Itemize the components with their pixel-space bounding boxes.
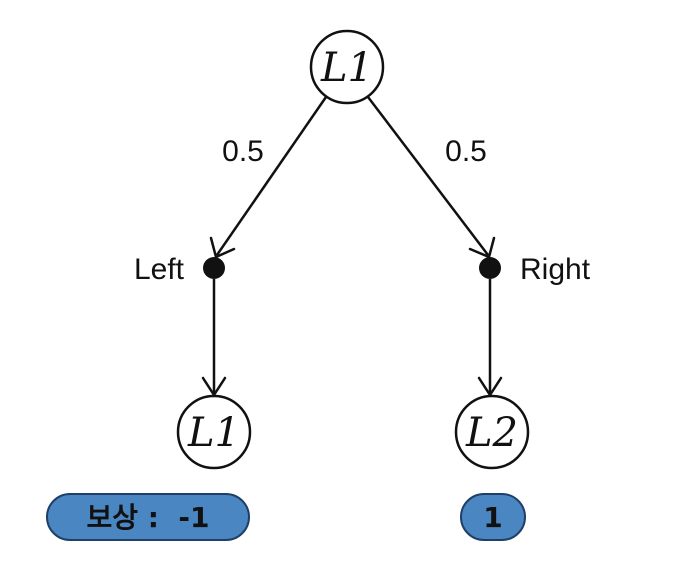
- reward-left-badge: 보상 : -1: [46, 493, 250, 541]
- edge-root-right-arrowhead: [468, 236, 496, 259]
- edge-right-next: [477, 279, 503, 397]
- next-state-right-node: L2: [454, 394, 530, 470]
- action-right-dot: [479, 257, 501, 279]
- edge-root-left: [209, 96, 328, 259]
- probability-right-label: 0.5: [445, 135, 487, 168]
- root-node-circle: [309, 29, 385, 105]
- reward-right-text: 1: [483, 501, 502, 534]
- reward-left-text: 보상 : -1: [86, 501, 209, 534]
- edge-root-left-arrowhead: [209, 236, 236, 259]
- action-left-dot: [203, 257, 225, 279]
- next-state-right-label: L2: [465, 410, 518, 456]
- edge-root-left-line: [215, 96, 328, 256]
- next-state-left-node: L1: [176, 394, 252, 470]
- next-state-left-circle: [176, 394, 252, 470]
- reward-left-pill: [46, 493, 250, 541]
- next-state-right-circle: [454, 394, 530, 470]
- root-node-label: L1: [320, 45, 373, 91]
- next-state-left-label: L1: [187, 410, 240, 456]
- edge-root-right-line: [367, 96, 489, 256]
- action-left-label: Left: [134, 253, 185, 286]
- reward-right-pill: [460, 493, 526, 541]
- edge-root-right: [367, 96, 496, 259]
- root-node: L1: [309, 29, 385, 105]
- action-right-label: Right: [520, 253, 591, 286]
- edge-left-next: [201, 279, 227, 397]
- probability-left-label: 0.5: [222, 135, 264, 168]
- reward-right-badge: 1: [460, 493, 526, 541]
